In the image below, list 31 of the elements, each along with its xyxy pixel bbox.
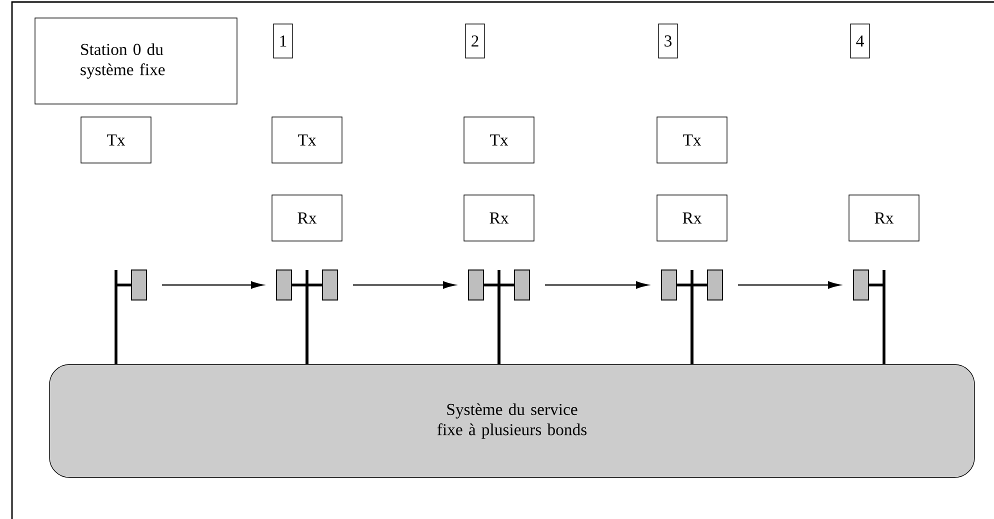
antenna-mast — [868, 268, 886, 366]
station-number-box: 3 — [658, 24, 678, 58]
station-box: Station 0 du système fixe — [34, 18, 238, 104]
antenna — [276, 269, 292, 301]
arrow — [545, 281, 648, 289]
network-band: Système du service fixe à plusieurs bonds — [49, 364, 975, 478]
station-number-box: 2 — [465, 24, 485, 58]
transmitter-box: Tx — [464, 116, 534, 164]
antenna-mast — [114, 268, 132, 366]
receiver-box: Rx — [272, 194, 342, 242]
antenna — [514, 269, 530, 301]
receiver-box: Rx — [848, 194, 920, 242]
station-number-box: 4 — [850, 24, 870, 58]
antenna-mast — [306, 284, 322, 364]
station-number-box: 1 — [273, 24, 293, 58]
antenna-mast — [690, 284, 707, 364]
antenna — [130, 269, 148, 301]
antenna — [706, 269, 724, 301]
receiver-box: Rx — [464, 194, 534, 242]
arrow — [353, 281, 456, 289]
transmitter-box: Tx — [272, 116, 342, 164]
arrow — [738, 281, 840, 289]
antenna — [468, 269, 484, 301]
antenna-mast — [498, 284, 514, 364]
receiver-box: Rx — [656, 194, 728, 242]
antenna — [852, 269, 870, 301]
transmitter-box: Tx — [656, 116, 728, 164]
antenna — [322, 269, 338, 301]
arrow — [162, 281, 264, 289]
transmitter-box: Tx — [80, 116, 152, 164]
antenna — [660, 269, 678, 301]
